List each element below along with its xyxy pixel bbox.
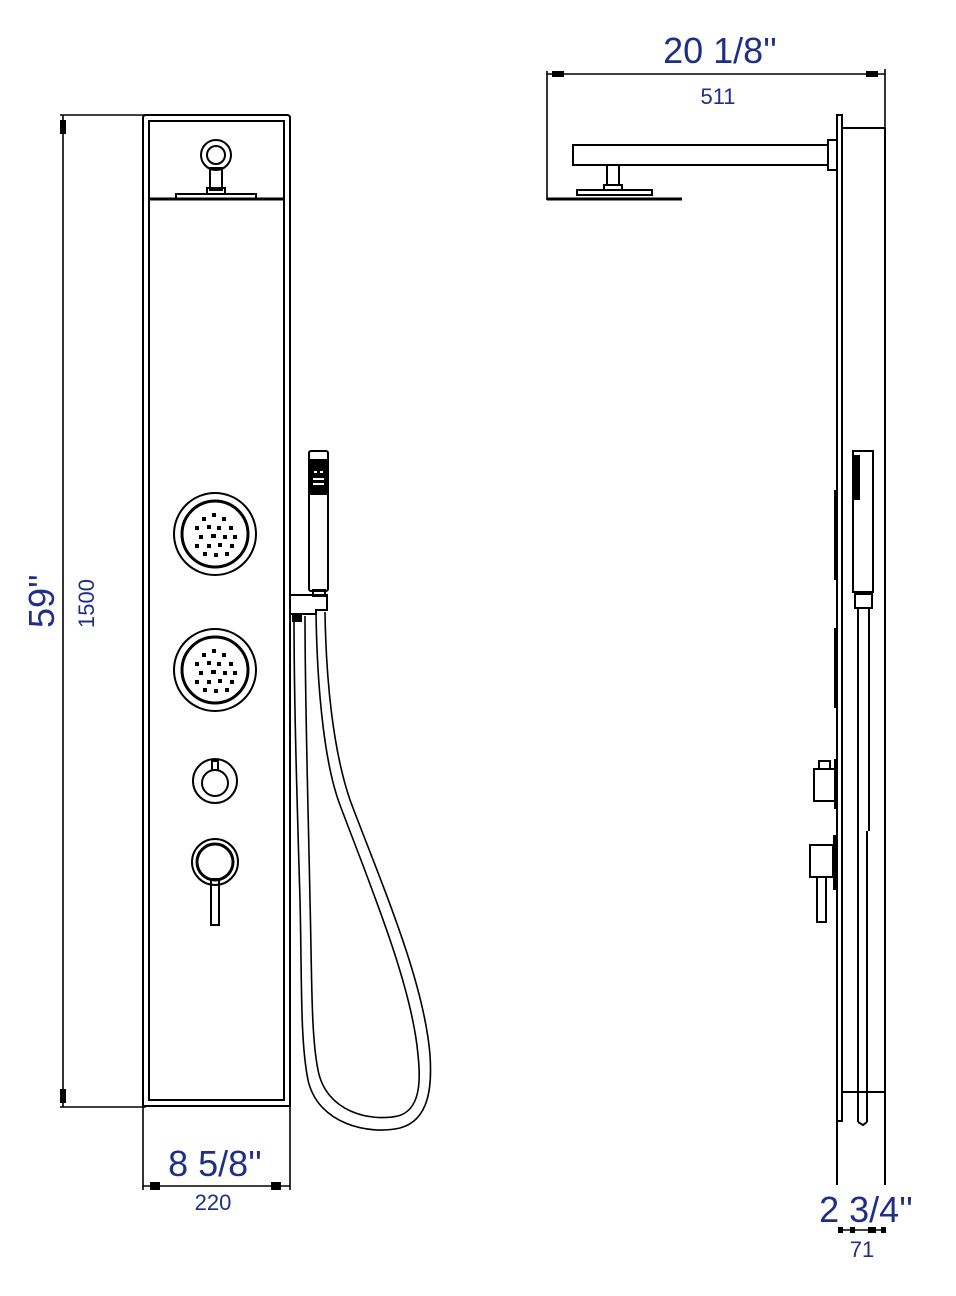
hand-shower-icon bbox=[308, 450, 329, 597]
diverter-knob-icon bbox=[192, 758, 238, 804]
height-imperial-label: 59'' bbox=[21, 574, 62, 628]
width-metric-label: 220 bbox=[195, 1190, 232, 1215]
mixer-lever-icon bbox=[191, 838, 239, 926]
height-metric-label: 1500 bbox=[74, 579, 99, 628]
hose-icon bbox=[293, 611, 432, 1131]
width-dimension: 8 5/8'' 220 bbox=[142, 1107, 291, 1215]
arm-reach-dimension: 20 1/8'' 511 bbox=[546, 30, 886, 200]
mixer-lever-side-icon bbox=[809, 835, 837, 923]
diverter-knob-side-icon bbox=[813, 759, 837, 809]
depth-dimension: 2 3/4'' 71 bbox=[819, 1189, 913, 1262]
panel-body bbox=[142, 114, 291, 1107]
body-jet-lower-icon bbox=[173, 628, 257, 712]
arm-reach-metric-label: 511 bbox=[700, 84, 735, 109]
shower-arm-icon bbox=[547, 139, 838, 201]
width-imperial-label: 8 5/8'' bbox=[168, 1143, 262, 1184]
body-jet-upper-icon bbox=[173, 492, 257, 576]
rain-shower-head-icon bbox=[175, 139, 257, 200]
depth-imperial-label: 2 3/4'' bbox=[819, 1189, 913, 1230]
panel-side-profile bbox=[834, 114, 886, 1185]
height-dimension: 59'' 1500 bbox=[21, 114, 146, 1108]
side-view: 20 1/8'' 511 bbox=[546, 30, 913, 1262]
front-view: 59'' 1500 bbox=[21, 114, 432, 1215]
arm-reach-imperial-label: 20 1/8'' bbox=[663, 30, 777, 71]
depth-metric-label: 71 bbox=[850, 1237, 874, 1262]
hand-shower-side-icon bbox=[852, 450, 874, 1127]
hand-shower-holder-icon bbox=[289, 594, 328, 622]
